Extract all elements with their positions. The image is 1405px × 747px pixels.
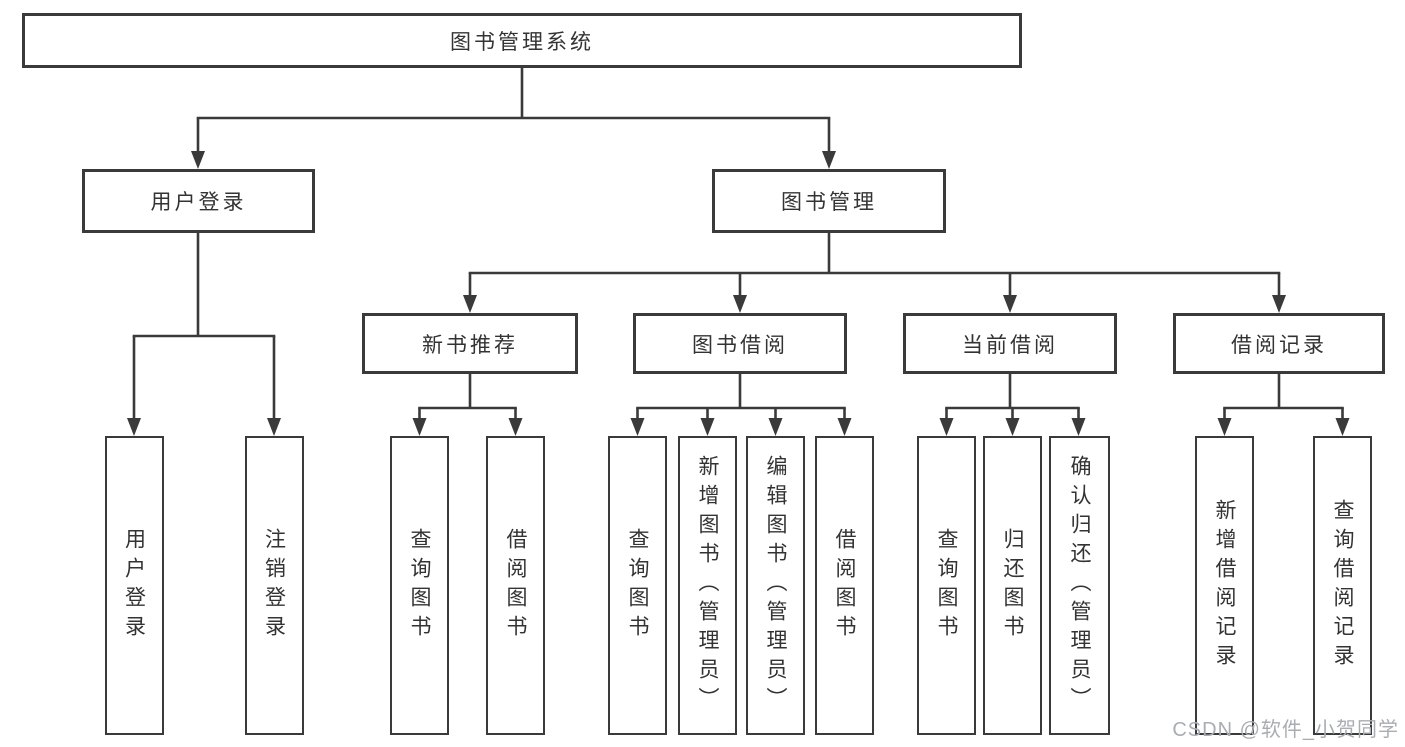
node-book-mgmt: 图书管理: [712, 169, 946, 233]
arrowhead: [630, 418, 645, 436]
leaf-label: 借阅图书: [833, 527, 856, 644]
leaf-add-borrow-record: 新增借阅记录: [1195, 436, 1254, 735]
leaf-label: 注销登录: [262, 527, 286, 644]
arrowhead: [463, 295, 477, 313]
leaf-label: 确认归还（管理员）: [1068, 455, 1091, 716]
leaf-label: 借阅图书: [504, 527, 527, 644]
arrowhead: [822, 151, 836, 169]
arrowhead: [412, 418, 427, 436]
leaf-label: 编辑图书（管理员）: [764, 455, 787, 716]
leaf-label: 查询图书: [626, 527, 649, 644]
node-book-mgmt-label: 图书管理: [781, 191, 877, 214]
leaf-query-books-1: 查询图书: [390, 436, 449, 735]
arrowhead: [1005, 418, 1020, 436]
node-current-borrow: 当前借阅: [903, 313, 1117, 374]
node-book-borrow-label: 图书借阅: [692, 333, 788, 357]
leaf-label: 新增借阅记录: [1213, 498, 1236, 673]
node-borrow-records: 借阅记录: [1173, 313, 1385, 374]
leaf-label: 新增图书（管理员）: [696, 455, 719, 716]
arrowhead: [837, 418, 852, 436]
arrowhead: [1003, 295, 1017, 313]
node-book-borrow: 图书借阅: [633, 313, 847, 374]
arrowhead: [939, 418, 954, 436]
arrowhead: [768, 418, 783, 436]
leaf-query-borrow-record: 查询借阅记录: [1313, 436, 1372, 735]
node-root: 图书管理系统: [22, 13, 1022, 68]
leaf-label: 用户登录: [122, 527, 146, 644]
node-user-login: 用户登录: [82, 169, 315, 233]
arrowhead: [700, 418, 715, 436]
leaf-logout: 注销登录: [244, 436, 304, 735]
node-borrow-records-label: 借阅记录: [1231, 333, 1327, 357]
leaf-query-books-2: 查询图书: [608, 436, 667, 735]
node-current-borrow-label: 当前借阅: [962, 333, 1058, 357]
leaf-label: 查询图书: [935, 527, 958, 644]
leaf-label: 查询借阅记录: [1331, 498, 1354, 673]
arrowhead: [1217, 418, 1232, 436]
arrowhead: [1335, 418, 1350, 436]
watermark: CSDN @软件_小贺同学: [1172, 719, 1399, 741]
node-root-label: 图书管理系统: [450, 30, 594, 54]
leaf-confirm-return-admin: 确认归还（管理员）: [1049, 436, 1110, 735]
node-new-books: 新书推荐: [362, 313, 578, 374]
arrowhead: [508, 418, 523, 436]
leaf-edit-books-admin: 编辑图书（管理员）: [746, 436, 805, 735]
arrowhead: [267, 418, 281, 436]
leaf-label: 归还图书: [1001, 527, 1024, 644]
leaf-query-books-3: 查询图书: [917, 436, 976, 735]
arrowhead: [1071, 418, 1086, 436]
leaf-borrow-books-1: 借阅图书: [486, 436, 545, 735]
node-user-login-label: 用户登录: [150, 191, 247, 214]
leaf-add-books-admin: 新增图书（管理员）: [678, 436, 737, 735]
leaf-return-books: 归还图书: [983, 436, 1042, 735]
leaf-user-login: 用户登录: [104, 436, 164, 735]
leaf-label: 查询图书: [408, 527, 431, 644]
node-new-books-label: 新书推荐: [422, 333, 518, 357]
arrowhead: [733, 295, 747, 313]
arrowhead: [1272, 295, 1286, 313]
arrowhead: [191, 151, 205, 169]
arrowhead: [127, 418, 141, 436]
leaf-borrow-books-2: 借阅图书: [815, 436, 874, 735]
